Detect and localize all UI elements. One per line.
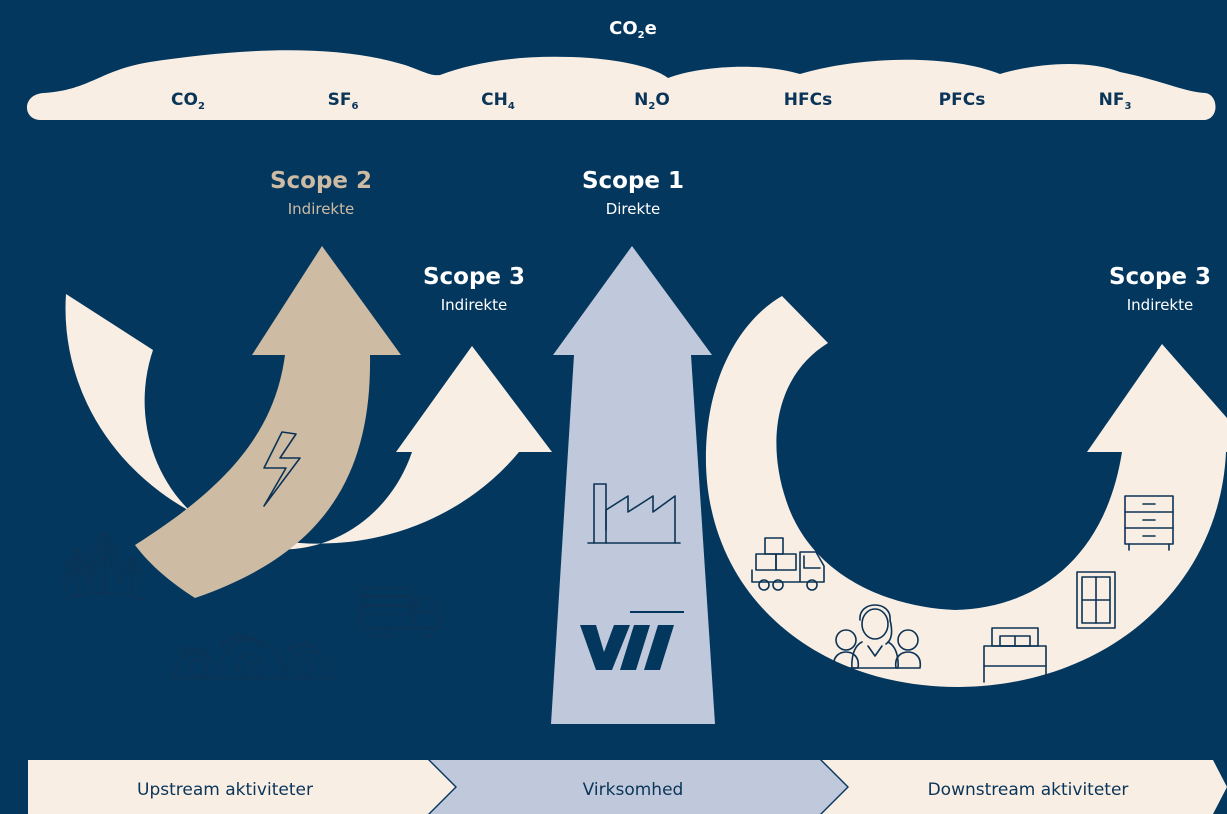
gas-label: N2O	[634, 90, 670, 112]
stage-bar: Upstream aktiviteter Virksomhed Downstre…	[28, 760, 1227, 814]
delivery-truck-icon	[751, 537, 825, 591]
log-truck-icon	[359, 587, 441, 638]
scope1-arrow	[551, 246, 715, 724]
scope1-heading: Scope 1 Direkte	[582, 168, 684, 218]
svg-text:Indirekte: Indirekte	[441, 296, 507, 314]
forest-icon	[59, 531, 146, 601]
bed-icon	[983, 627, 1047, 683]
window-icon	[1076, 571, 1116, 629]
stage-downstream-label: Downstream aktiviteter	[928, 780, 1129, 800]
stage-upstream	[28, 760, 455, 814]
scope3-left-heading: Scope 3 Indirekte	[423, 264, 525, 314]
gas-label: CO2	[171, 90, 205, 112]
gas-list: CO2 SF6 CH4 N2O HFCs PFCs NF3	[171, 90, 1131, 112]
scope3-right-heading: Scope 3 Indirekte	[1109, 264, 1211, 314]
stage-company-label: Virksomhed	[583, 780, 684, 800]
gas-label: HFCs	[784, 90, 832, 110]
lightning-icon	[263, 431, 301, 507]
stage-downstream	[822, 760, 1227, 814]
factory-icon	[587, 483, 681, 544]
stage-upstream-label: Upstream aktiviteter	[137, 780, 313, 800]
svg-text:Indirekte: Indirekte	[1127, 296, 1193, 314]
svg-text:Scope 2: Scope 2	[270, 168, 372, 194]
saw-blades-icon	[171, 632, 336, 679]
svg-text:Direkte: Direkte	[606, 200, 661, 218]
svg-text:Indirekte: Indirekte	[288, 200, 354, 218]
scope3-upstream-arrow	[65, 294, 552, 550]
svg-text:Scope 1: Scope 1	[582, 168, 684, 194]
family-icon	[832, 604, 922, 669]
company-logo	[580, 611, 684, 670]
svg-text:Scope 3: Scope 3	[1109, 264, 1211, 290]
scope3-downstream-arrow	[705, 296, 1227, 688]
scope2-arrow	[135, 246, 401, 598]
gas-label: CH4	[481, 90, 515, 112]
stage-company	[430, 760, 847, 814]
svg-text:Scope 3: Scope 3	[423, 264, 525, 290]
gas-cloud	[26, 50, 1216, 120]
scope2-heading: Scope 2 Indirekte	[270, 168, 372, 218]
co2e-label: CO2e	[609, 18, 657, 41]
gas-label: PFCs	[939, 90, 986, 110]
gas-label: NF3	[1099, 90, 1132, 112]
gas-label: SF6	[328, 90, 359, 112]
dresser-icon	[1124, 495, 1174, 551]
